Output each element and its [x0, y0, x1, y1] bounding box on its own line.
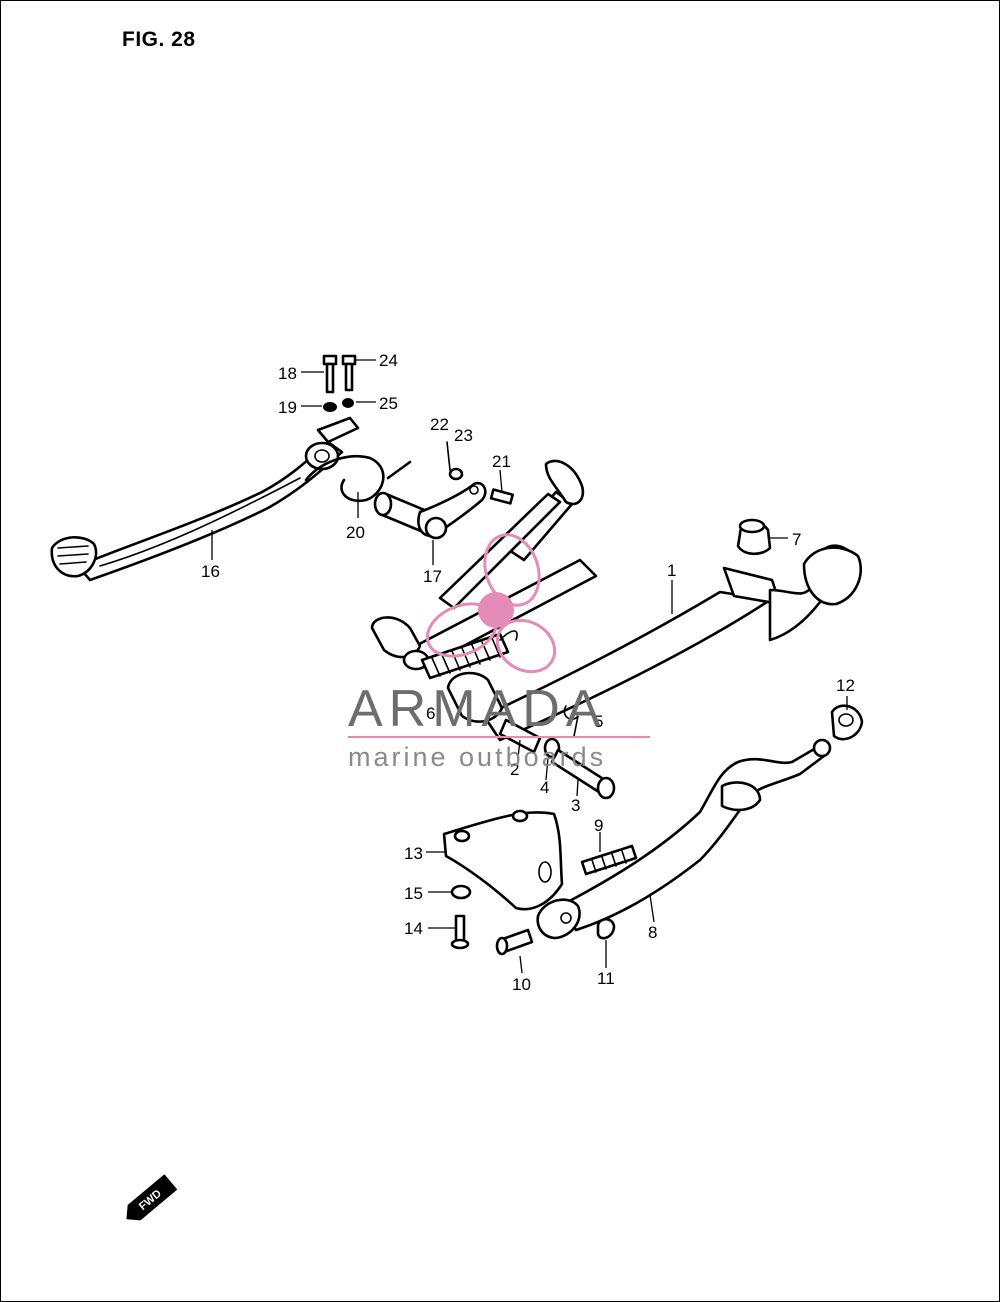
callout-24: 24 — [379, 351, 398, 370]
callout-4: 4 — [540, 778, 549, 797]
callout-11: 11 — [597, 969, 615, 988]
armada-watermark: ARMADA marine outboards — [348, 533, 650, 772]
stopper-7 — [736, 518, 772, 556]
figure-title: FIG. 28 — [122, 28, 196, 51]
stopper-12 — [830, 704, 864, 741]
callout-22: 22 — [430, 415, 449, 434]
callout-14: 14 — [404, 919, 423, 938]
watermark-brand: ARMADA — [348, 680, 606, 738]
callout-15: 15 — [404, 884, 423, 903]
side-stand-8 — [536, 738, 832, 940]
bracket-13 — [442, 809, 564, 911]
callout-7: 7 — [792, 530, 801, 549]
callout-6: 6 — [426, 704, 435, 723]
watermark-tagline: marine outboards — [348, 742, 606, 772]
callout-3: 3 — [571, 796, 580, 815]
callout-1: 1 — [667, 561, 676, 580]
callout-5: 5 — [594, 712, 603, 731]
leader-lines — [211, 359, 848, 974]
bracket-fasteners — [450, 884, 616, 956]
stand-spring-6 — [420, 630, 518, 680]
callout-21: 21 — [492, 452, 511, 471]
callout-17: 17 — [423, 567, 442, 586]
callout-8: 8 — [648, 923, 657, 942]
callout-20: 20 — [346, 523, 365, 542]
brake-pedal-16 — [50, 416, 360, 582]
callout-12: 12 — [836, 676, 855, 695]
callout-labels: 18 24 19 25 22 23 21 20 16 17 7 1 12 6 5… — [201, 351, 855, 994]
callout-10: 10 — [512, 975, 531, 994]
callout-19: 19 — [278, 398, 297, 417]
forward-arrow-icon: FWD — [126, 1174, 178, 1221]
pivot-bolts — [322, 354, 357, 412]
callout-23: 23 — [454, 426, 473, 445]
callout-13: 13 — [404, 844, 423, 863]
brake-shaft-17 — [373, 441, 514, 540]
propeller-logo — [425, 533, 557, 674]
callout-9: 9 — [594, 816, 603, 835]
callout-18: 18 — [278, 364, 297, 383]
callout-2: 2 — [510, 760, 519, 779]
callout-16: 16 — [201, 562, 220, 581]
side-stand-spring-9 — [580, 844, 638, 876]
return-spring-20 — [304, 454, 412, 503]
callout-25: 25 — [379, 394, 398, 413]
pivot-pin-set — [498, 705, 616, 800]
